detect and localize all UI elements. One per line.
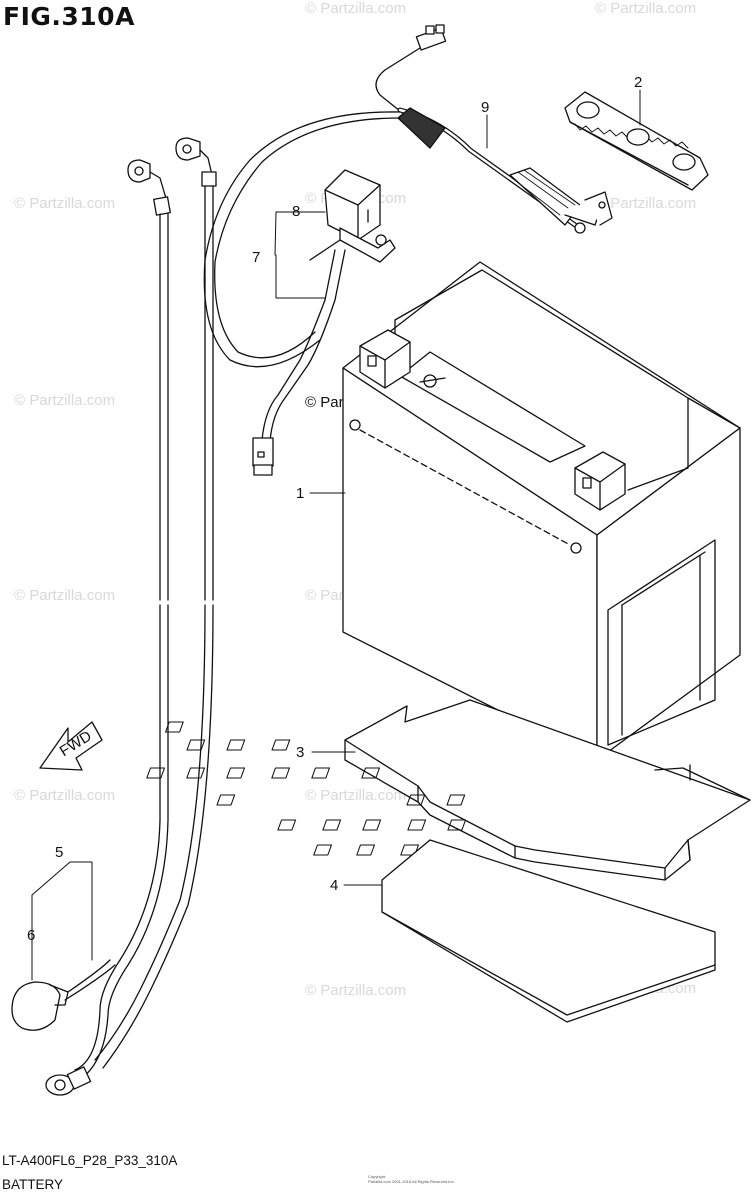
copyright-line: Copyright bbox=[368, 1174, 386, 1179]
watermark: © Partzilla.com bbox=[305, 787, 406, 804]
callout-5: 5 bbox=[55, 844, 63, 861]
watermark: © Partzilla.com bbox=[305, 0, 406, 17]
callout-3: 3 bbox=[296, 744, 304, 761]
ground-lead bbox=[94, 137, 217, 1069]
figure-caption: BATTERY bbox=[2, 1177, 64, 1192]
callout-1: 1 bbox=[296, 485, 304, 502]
callout-2: 2 bbox=[634, 74, 642, 91]
copyright-line: Partzilla.com 2001-2016 All Rights Reser… bbox=[368, 1179, 455, 1184]
battery bbox=[342, 261, 741, 761]
watermark: © Partzilla.com bbox=[595, 195, 696, 212]
callout-labels: 1 2 3 4 5 6 7 8 9 bbox=[27, 74, 642, 944]
callout-6: 6 bbox=[27, 927, 35, 944]
callout-9: 9 bbox=[481, 99, 489, 116]
figure-code: LT-A400FL6_P28_P33_310A bbox=[2, 1153, 178, 1168]
terminal-cap bbox=[11, 959, 116, 1031]
watermark: © Partzilla.com bbox=[305, 982, 406, 999]
leader-lines bbox=[31, 89, 641, 981]
negative-lead bbox=[45, 159, 171, 1096]
battery-band bbox=[564, 91, 709, 191]
watermark: © Partzilla.com bbox=[14, 195, 115, 212]
fwd-arrow: FWD bbox=[39, 721, 103, 771]
watermark: © Partzilla.com bbox=[14, 587, 115, 604]
callout-8: 8 bbox=[292, 203, 300, 220]
starter-relay bbox=[252, 169, 396, 476]
callout-7: 7 bbox=[252, 249, 260, 266]
callout-4: 4 bbox=[330, 877, 338, 894]
battery-tray bbox=[146, 699, 751, 881]
watermark: © Partzilla.com bbox=[595, 0, 696, 17]
positive-cable bbox=[203, 24, 613, 368]
copyright-note: Copyright Partzilla.com 2001-2016 All Ri… bbox=[368, 1174, 458, 1184]
watermark: © Partzilla.com bbox=[14, 392, 115, 409]
figure-title: FIG.310A bbox=[3, 2, 135, 31]
watermark: © Partzilla.com bbox=[14, 787, 115, 804]
